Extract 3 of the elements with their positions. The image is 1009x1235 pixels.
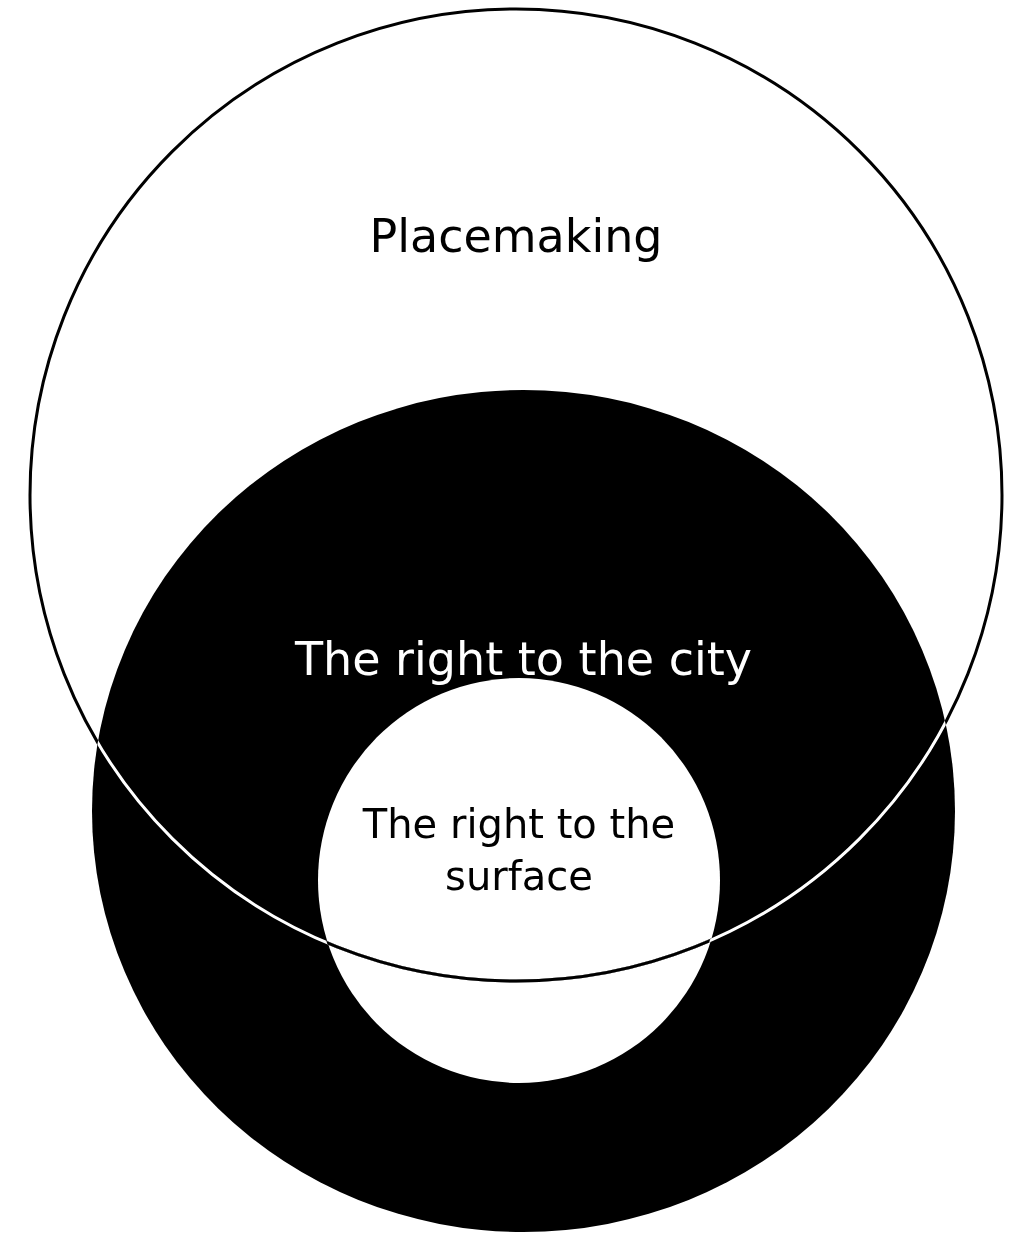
circle-label: The right to the city xyxy=(293,631,754,688)
circle-label: The right to the surface xyxy=(361,800,677,901)
circle-label: Placemaking xyxy=(368,208,664,265)
